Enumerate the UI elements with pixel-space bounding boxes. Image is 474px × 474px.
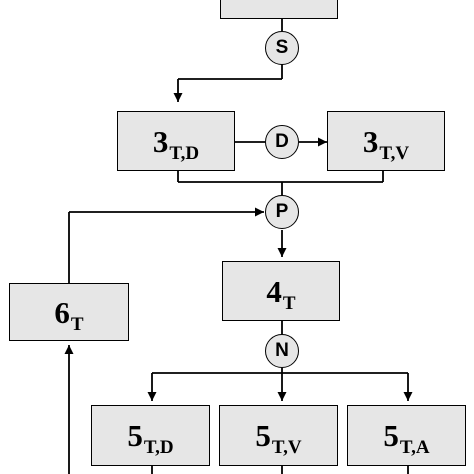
box-4t-sub: T [282, 292, 296, 314]
box-5ta-sub: T,A [399, 437, 430, 458]
node-d: D [265, 125, 299, 159]
box-5tv-sub: T,V [271, 437, 302, 458]
box-top-cropped [220, 0, 338, 19]
node-s-label: S [275, 37, 289, 58]
box-6t: 6T [9, 283, 129, 341]
node-n-label: N [275, 340, 289, 361]
node-n: N [265, 334, 299, 368]
node-s: S [265, 31, 299, 65]
box-5td-main: 5 [127, 418, 143, 453]
box-4t-main: 4 [266, 273, 282, 309]
box-3tv-sub: T,V [379, 142, 410, 164]
box-3td-sub: T,D [169, 142, 200, 164]
box-5ta-main: 5 [383, 418, 399, 453]
box-3td: 3T,D [117, 111, 235, 171]
box-5td-sub: T,D [143, 437, 174, 458]
box-3td-main: 3 [152, 123, 169, 159]
box-5tv: 5T,V [219, 405, 338, 466]
box-3tv: 3T,V [327, 111, 445, 171]
node-p: P [265, 195, 299, 229]
box-3tv-main: 3 [362, 123, 379, 159]
box-5ta: 5T,A [347, 405, 466, 466]
box-4t: 4T [222, 261, 340, 321]
box-5td: 5T,D [91, 405, 210, 466]
node-p-label: P [275, 201, 289, 222]
box-6t-main: 6 [54, 294, 70, 330]
node-d-label: D [275, 131, 289, 152]
box-5tv-main: 5 [255, 418, 271, 453]
box-6t-sub: T [70, 313, 84, 335]
